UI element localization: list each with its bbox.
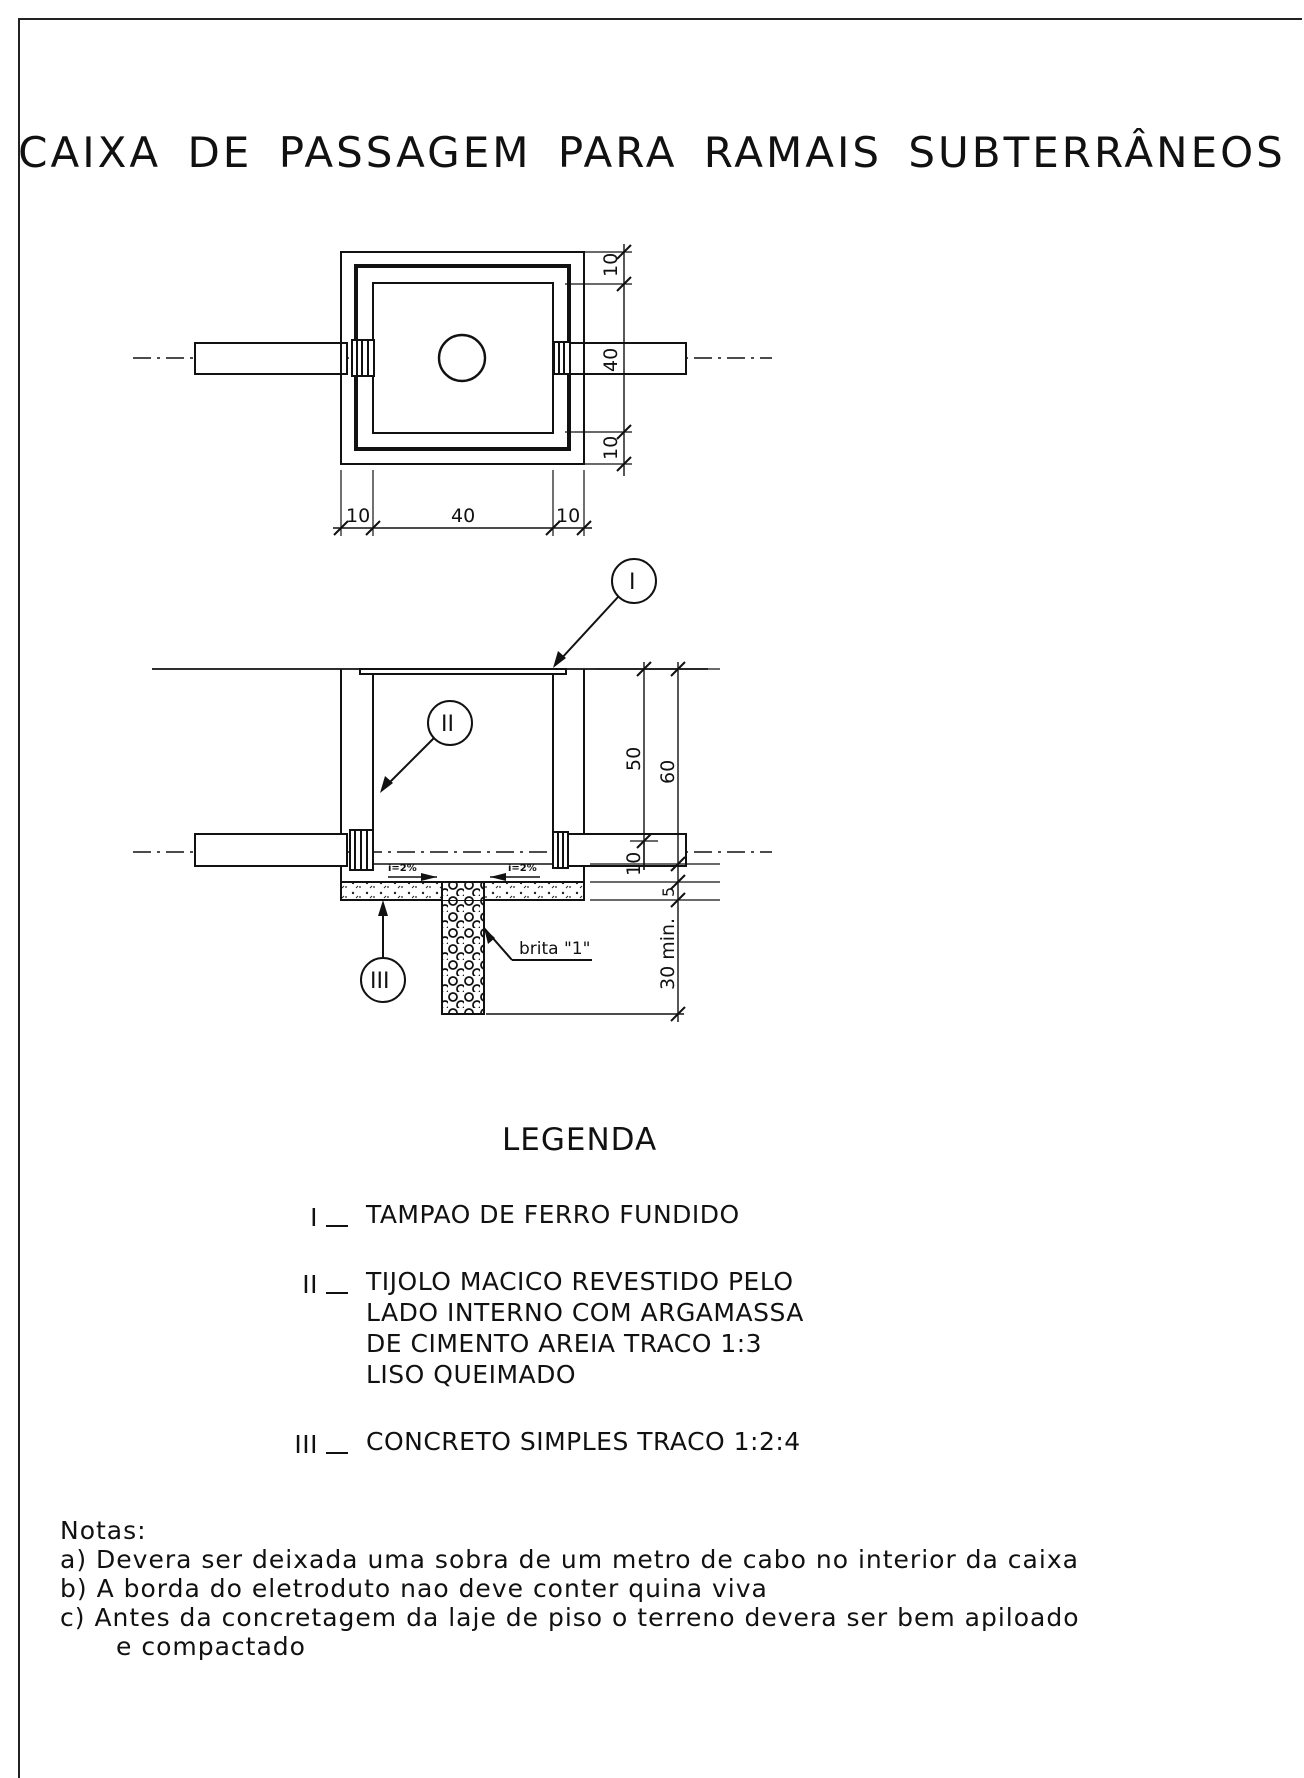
- plan-dim-bottom: 10: [600, 436, 622, 460]
- plan-dimension-labels: 10 40 10 10 40 10: [346, 253, 622, 527]
- legend-item-1: I TAMPAO DE FERRO FUNDIDO: [258, 1200, 740, 1232]
- plan-dim-center: 40: [451, 505, 475, 527]
- section-coupling-right: [552, 831, 569, 869]
- section-labels: I II III 50 60 10 5 30 min. i=2% i=2% br…: [370, 570, 679, 994]
- legend-text-2-line3: DE CIMENTO AREIA TRACO 1:3: [366, 1329, 763, 1358]
- note-b: b) A borda do eletroduto nao deve conter…: [60, 1574, 768, 1603]
- legend-text-2-line4: LISO QUEIMADO: [366, 1360, 577, 1389]
- dim-5: 5: [659, 887, 678, 897]
- legend-item-3: III CONCRETO SIMPLES TRACO 1:2:4: [258, 1427, 801, 1459]
- legend-num-2: II: [302, 1270, 318, 1299]
- callout-2: II: [441, 712, 454, 737]
- cast-iron-lid: [359, 668, 567, 675]
- legend-title: LEGENDA: [502, 1122, 658, 1158]
- gravel-drain: [441, 881, 485, 1015]
- plan-drain: [437, 333, 487, 383]
- slope-label-left: i=2%: [388, 863, 417, 874]
- legend-text-2-line1: TIJOLO MACICO REVESTIDO PELO: [366, 1267, 794, 1296]
- plan-conduit-left: [194, 342, 348, 375]
- dim-30-min: 30 min.: [657, 918, 679, 990]
- section-view: [133, 558, 772, 1022]
- notes-block: Notas: a) Devera ser deixada uma sobra d…: [60, 1516, 1080, 1661]
- legend-dash: [326, 1270, 348, 1294]
- legend-dash: [326, 1203, 348, 1227]
- section-conduit-right: [561, 833, 687, 867]
- plan-dim-top: 10: [600, 253, 622, 277]
- dim-60: 60: [657, 760, 679, 784]
- dim-50: 50: [623, 747, 645, 771]
- legend-text-2-line2: LADO INTERNO COM ARGAMASSA: [366, 1298, 804, 1327]
- callout-3: III: [370, 969, 389, 994]
- plan-coupling-right: [553, 341, 571, 375]
- callout-circle-2: [427, 700, 473, 746]
- plan-dim-right: 10: [556, 505, 580, 527]
- dim-10: 10: [623, 852, 645, 876]
- legend-text-3-line1: CONCRETO SIMPLES TRACO 1:2:4: [366, 1427, 801, 1456]
- plan-conduit-right: [555, 342, 687, 375]
- plan-dim-left: 10: [346, 505, 370, 527]
- drawing-title: CAIXA DE PASSAGEM PARA RAMAIS SUBTERRÂNE…: [18, 128, 1286, 177]
- legend-dash: [326, 1430, 348, 1454]
- callout-circle-1: [611, 558, 657, 604]
- note-c-continuation: e compactado: [116, 1632, 306, 1661]
- slope-label-right: i=2%: [508, 863, 537, 874]
- legend-num-3: III: [294, 1430, 318, 1459]
- legend-num-1: I: [310, 1203, 318, 1232]
- legend-item-2: II TIJOLO MACICO REVESTIDO PELO LADO INT…: [258, 1267, 804, 1390]
- note-c: c) Antes da concretagem da laje de piso …: [60, 1603, 1080, 1632]
- callout-1: I: [629, 570, 636, 595]
- plan-dim-mid: 40: [600, 348, 622, 372]
- note-a: a) Devera ser deixada uma sobra de um me…: [60, 1545, 1079, 1574]
- plan-outer-wall: [340, 251, 585, 465]
- sheet-border: [18, 18, 1302, 1778]
- gravel-label: brita "1": [519, 939, 590, 959]
- section-conduit-left: [194, 833, 348, 867]
- notes-heading: Notas:: [60, 1516, 147, 1545]
- plan-view: [133, 244, 772, 536]
- legend-text-1-line1: TAMPAO DE FERRO FUNDIDO: [366, 1200, 740, 1229]
